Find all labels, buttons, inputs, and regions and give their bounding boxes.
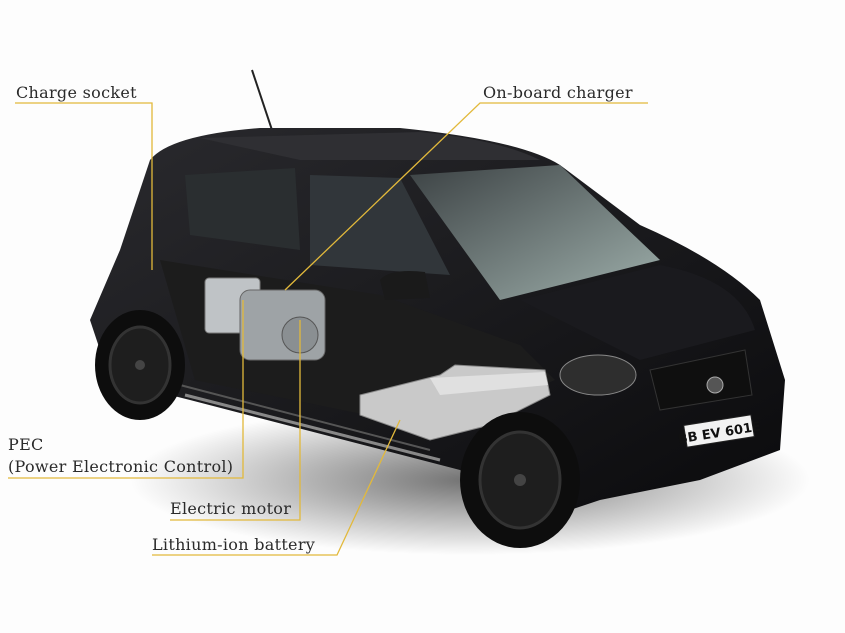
windshield <box>410 165 660 300</box>
label-pec: PEC <box>8 435 44 454</box>
leader-electric-motor <box>170 320 301 521</box>
leader-pec <box>8 300 244 479</box>
side-mirror <box>380 271 430 300</box>
front-door-window <box>310 175 450 275</box>
label-electric-motor: Electric motor <box>170 499 292 518</box>
label-pec-full: (Power Electronic Control) <box>8 457 234 476</box>
logo-badge <box>706 376 724 394</box>
leader-battery <box>152 419 401 556</box>
roof <box>200 132 540 160</box>
grille <box>649 349 753 411</box>
rear-wheel <box>95 310 185 420</box>
label-charge-socket: Charge socket <box>16 83 137 102</box>
front-wheel <box>460 412 580 548</box>
hood <box>520 265 755 360</box>
leader-on-board-charger <box>284 102 648 291</box>
label-on-board-charger: On-board charger <box>483 83 633 102</box>
leader-charge-socket <box>15 102 153 270</box>
antenna <box>251 69 273 131</box>
license-plate-bg <box>683 414 755 448</box>
headlight <box>559 354 637 396</box>
leader-lines <box>8 102 648 556</box>
label-battery: Lithium-ion battery <box>152 535 316 554</box>
rear-window <box>185 168 300 250</box>
